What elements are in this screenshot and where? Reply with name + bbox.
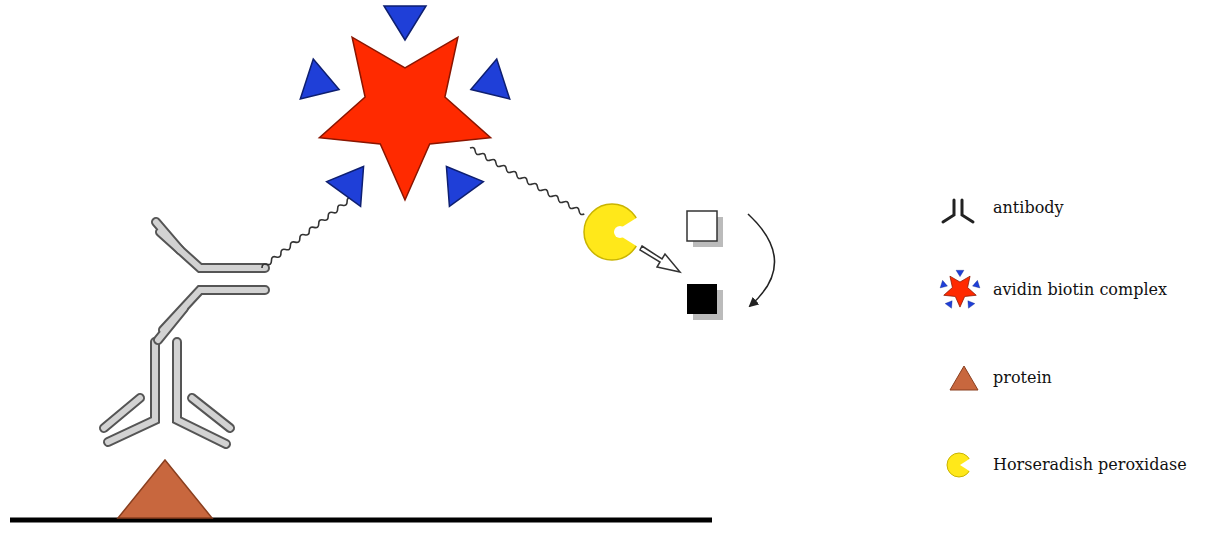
legend-text: Horseradish peroxidase: [993, 455, 1187, 474]
reaction-arrow: [640, 246, 680, 272]
primary-antibody: [104, 342, 230, 444]
biotin-linker: [261, 193, 358, 270]
protein-triangle: [118, 460, 212, 518]
conversion-arrow: [748, 214, 775, 306]
legend-complex-icon: [940, 270, 980, 308]
avidin-biotin-complex: [300, 6, 509, 206]
legend-antibody-icon: [943, 200, 973, 222]
legend-text: protein: [993, 368, 1052, 387]
legend-protein-icon: [950, 366, 978, 390]
secondary-antibody: [156, 222, 265, 340]
substrate-square: [687, 211, 723, 247]
biotin-linker: [469, 146, 585, 215]
hrp-enzyme: [584, 204, 646, 260]
legend-text: avidin biotin complex: [993, 280, 1167, 299]
legend-hrp-icon: [947, 453, 974, 477]
surface-line: [10, 518, 712, 523]
legend-text: antibody: [993, 198, 1064, 217]
product-square: [687, 284, 723, 320]
